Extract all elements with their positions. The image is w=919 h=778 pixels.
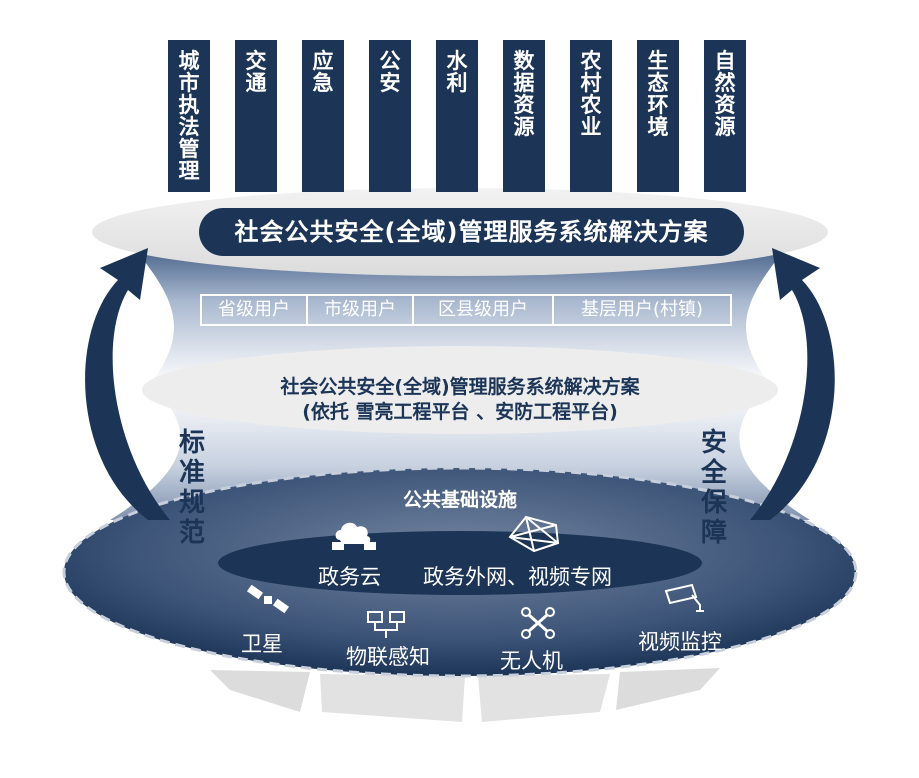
base-foot-mid-right bbox=[478, 674, 610, 722]
pillar-natural-resources: 自然资源 bbox=[704, 40, 746, 192]
iot-label: 物联感知 bbox=[346, 645, 430, 669]
user-county: 区县级用户 bbox=[414, 296, 554, 324]
left-arrow bbox=[85, 248, 170, 520]
base-foot-left bbox=[210, 670, 310, 712]
pillar-water: 水利 bbox=[436, 40, 478, 192]
network-label: 政务外网、视频专网 bbox=[423, 565, 612, 589]
network-icon bbox=[508, 515, 560, 553]
drone-label: 无人机 bbox=[500, 649, 563, 673]
middle-ellipse bbox=[142, 346, 778, 434]
right-arrow bbox=[750, 248, 835, 520]
user-municipal: 市级用户 bbox=[308, 296, 414, 324]
user-grassroots: 基层用户(村镇) bbox=[580, 299, 704, 320]
base-foot-mid-left bbox=[320, 674, 465, 722]
satellite-label: 卫星 bbox=[241, 632, 283, 656]
user-levels-row: 省级用户 市级用户 区县级用户 基层用户(村镇) bbox=[200, 294, 732, 326]
middle-title: 社会公共安全(全域)管理服务系统解决方案 bbox=[280, 376, 640, 398]
pillar-police: 公安 bbox=[369, 40, 411, 192]
solution-title-banner: 社会公共安全(全域)管理服务系统解决方案 bbox=[199, 208, 744, 256]
standards-label: 标准规范 bbox=[178, 428, 205, 548]
middle-subtitle: (依托 雪亮工程平台 、安防工程平台) bbox=[302, 401, 618, 423]
video-surveillance-label: 视频监控 bbox=[638, 630, 722, 654]
user-provincial: 省级用户 bbox=[202, 296, 308, 324]
infrastructure-title: 公共基础设施 bbox=[402, 489, 517, 511]
cloud-icon bbox=[332, 522, 376, 550]
pillar-emergency: 应急 bbox=[302, 40, 344, 192]
pillar-data-resources: 数据资源 bbox=[503, 40, 545, 192]
base-foot-right bbox=[616, 668, 720, 710]
pillar-ecology: 生态环境 bbox=[637, 40, 679, 192]
security-label: 安全保障 bbox=[700, 428, 727, 548]
pillar-city-enforcement: 城市执法管理 bbox=[168, 40, 210, 192]
camera-icon bbox=[664, 583, 704, 612]
drone-icon bbox=[521, 607, 555, 639]
pillar-rural-agriculture: 农村农业 bbox=[570, 40, 612, 192]
satellite-icon bbox=[246, 584, 290, 614]
iot-icon bbox=[367, 611, 405, 638]
pillar-transport: 交通 bbox=[235, 40, 277, 192]
cloud-label: 政务云 bbox=[318, 565, 381, 589]
